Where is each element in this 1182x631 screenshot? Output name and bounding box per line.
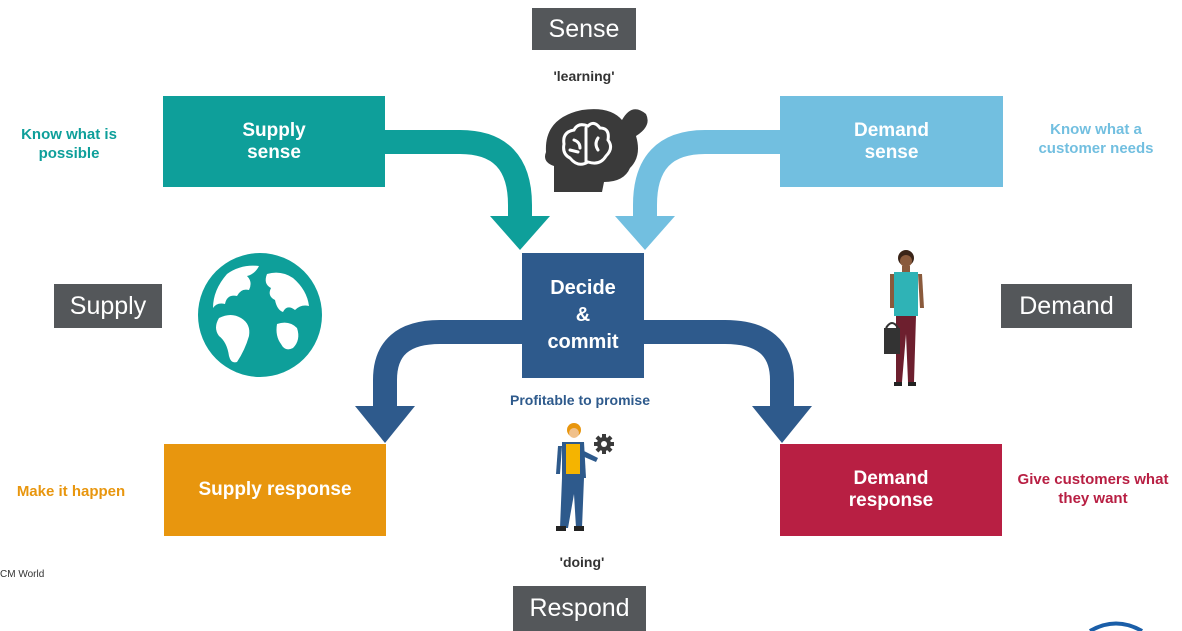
arrow-decide-to-demand-response — [644, 320, 812, 443]
supply-sense-box: Supply sense — [163, 96, 385, 187]
decide-commit-box: Decide & commit — [522, 253, 644, 378]
demand-sense-label: Know what a customer needs — [1038, 121, 1154, 157]
demand-sense-box: Demand sense — [780, 96, 1003, 187]
learning-caption: 'learning' — [553, 68, 615, 84]
doing-caption: 'doing' — [559, 554, 605, 570]
arrow-decide-to-supply-response — [355, 320, 522, 443]
sense-tag: Sense — [532, 8, 636, 50]
profitable-caption: Profitable to promise — [509, 392, 651, 408]
brain-head-icon — [545, 109, 648, 192]
source-credit: CM World — [0, 569, 45, 580]
supply-response-box: Supply response — [164, 444, 386, 536]
shopper-woman-icon — [884, 250, 924, 386]
respond-tag: Respond — [513, 586, 646, 631]
worker-gear-icon — [556, 423, 614, 531]
supply-tag: Supply — [54, 284, 162, 328]
arrow-demand-sense-to-decide — [615, 130, 780, 250]
demand-response-label: Give customers what they want — [1017, 471, 1169, 507]
demand-tag: Demand — [1001, 284, 1132, 328]
logo-fragment-icon — [1089, 621, 1143, 631]
globe-icon — [198, 253, 322, 377]
supply-sense-label: Know what is possible — [21, 126, 117, 162]
supply-response-label: Make it happen — [16, 483, 126, 500]
demand-response-box: Demand response — [780, 444, 1002, 536]
arrow-supply-sense-to-decide — [385, 130, 550, 250]
